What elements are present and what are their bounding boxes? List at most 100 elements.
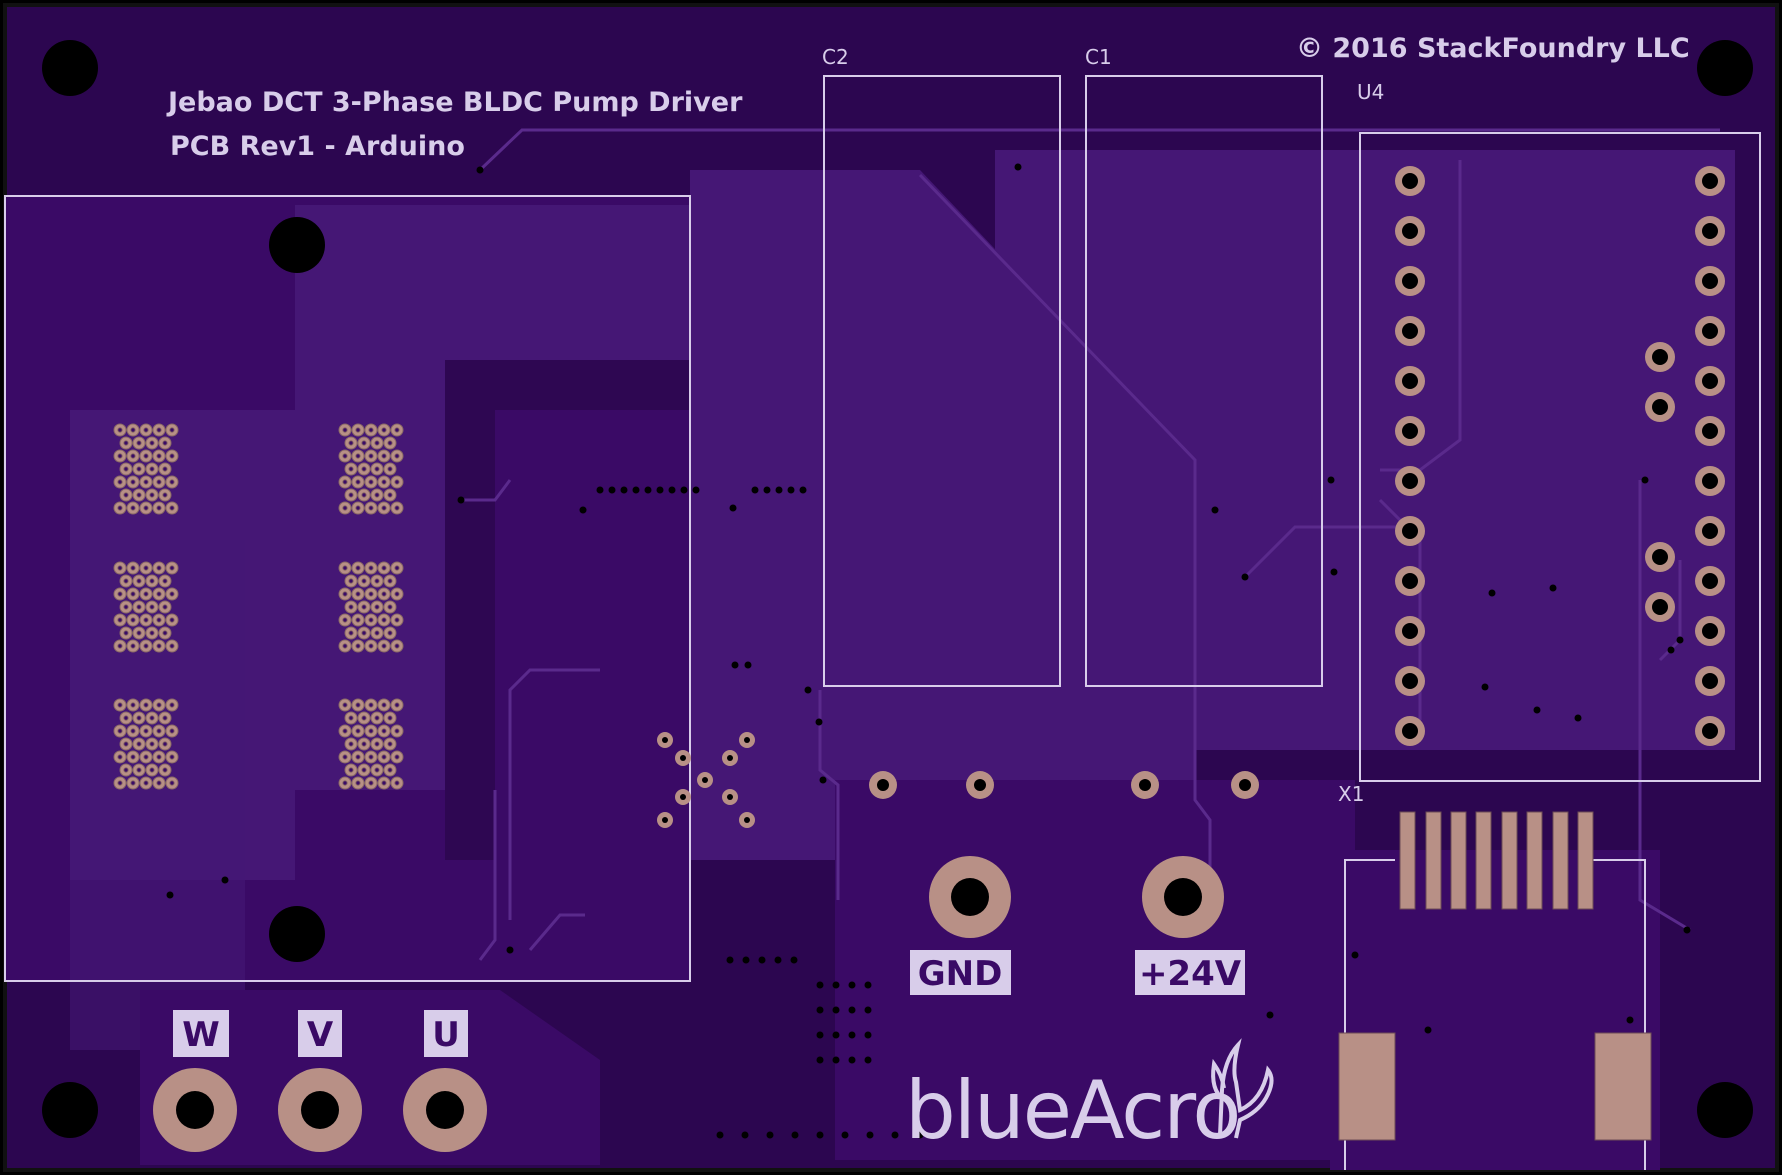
mounting-holes (42, 40, 1753, 1138)
via (579, 506, 587, 514)
via (751, 486, 759, 494)
via (832, 1031, 840, 1039)
via (1533, 706, 1541, 714)
via (790, 956, 798, 964)
via (506, 946, 514, 954)
small-pads (657, 732, 755, 828)
copper-pour (5, 150, 1735, 1170)
via (1330, 568, 1338, 576)
v-terminal (278, 1068, 362, 1152)
logo-text: blueAcro (905, 1064, 1239, 1157)
board-title-line1: Jebao DCT 3-Phase BLDC Pump Driver (166, 87, 743, 118)
via (632, 486, 640, 494)
via (729, 504, 737, 512)
via-dots (166, 163, 1691, 1139)
via (1488, 589, 1496, 597)
via (816, 1031, 824, 1039)
board-title-line2: PCB Rev1 - Arduino (170, 131, 465, 162)
via (476, 166, 484, 174)
via (891, 1131, 899, 1139)
via (1014, 163, 1022, 171)
x1-contacts (1338, 811, 1652, 1141)
via (221, 876, 229, 884)
via (716, 1131, 724, 1139)
via (774, 956, 782, 964)
via (763, 486, 771, 494)
capacitor-pads (869, 771, 1259, 799)
u-label: U (432, 1015, 460, 1055)
via (832, 1056, 840, 1064)
via (787, 486, 795, 494)
via (644, 486, 652, 494)
via (916, 1131, 924, 1139)
designator-u4: U4 (1357, 80, 1384, 104)
via (816, 1006, 824, 1014)
via (656, 486, 664, 494)
silkscreen-text: Jebao DCT 3-Phase BLDC Pump Driver PCB R… (166, 33, 1690, 806)
via (816, 1056, 824, 1064)
via (742, 956, 750, 964)
via (832, 981, 840, 989)
via (1211, 506, 1219, 514)
via (848, 1031, 856, 1039)
via (791, 1131, 799, 1139)
via (841, 1131, 849, 1139)
via (1351, 951, 1359, 959)
heatsink-outline (4, 195, 691, 982)
via (1676, 636, 1684, 644)
via (848, 1056, 856, 1064)
via (1683, 926, 1691, 934)
via (457, 496, 465, 504)
via (866, 1131, 874, 1139)
u4-outline (1359, 132, 1761, 782)
via (816, 981, 824, 989)
via (692, 486, 700, 494)
via (680, 486, 688, 494)
c2-outline (823, 75, 1061, 687)
via (864, 1056, 872, 1064)
via (775, 486, 783, 494)
via (832, 1006, 840, 1014)
via (1641, 476, 1649, 484)
via (1327, 476, 1335, 484)
via (864, 1006, 872, 1014)
cactus-icon (1211, 1038, 1274, 1139)
v24-label: +24V (1139, 954, 1242, 994)
via (758, 956, 766, 964)
via (1626, 1016, 1634, 1024)
via (848, 981, 856, 989)
via (1574, 714, 1582, 722)
via (864, 981, 872, 989)
via (608, 486, 616, 494)
copyright-text: © 2016 StackFoundry LLC (1296, 33, 1690, 64)
mosfet-via-arrays (113, 423, 404, 790)
via (816, 1131, 824, 1139)
u4-header-pins (1395, 166, 1725, 746)
via (726, 956, 734, 964)
designator-c2: C2 (822, 45, 849, 69)
gnd-terminal (929, 856, 1011, 938)
via (1424, 1026, 1432, 1034)
via (804, 686, 812, 694)
via (815, 718, 823, 726)
via (731, 661, 739, 669)
w-terminal (153, 1068, 237, 1152)
v24-terminal (1142, 856, 1224, 938)
c1-outline (1085, 75, 1323, 687)
via (766, 1131, 774, 1139)
designator-c1: C1 (1085, 45, 1112, 69)
gnd-label: GND (918, 954, 1003, 994)
via (864, 1031, 872, 1039)
via (741, 1131, 749, 1139)
via (1667, 646, 1675, 654)
via (848, 1006, 856, 1014)
via (1266, 1011, 1274, 1019)
traces (460, 128, 1720, 961)
via (799, 486, 807, 494)
via (166, 891, 174, 899)
via (620, 486, 628, 494)
via (668, 486, 676, 494)
via (819, 776, 827, 784)
via (744, 661, 752, 669)
